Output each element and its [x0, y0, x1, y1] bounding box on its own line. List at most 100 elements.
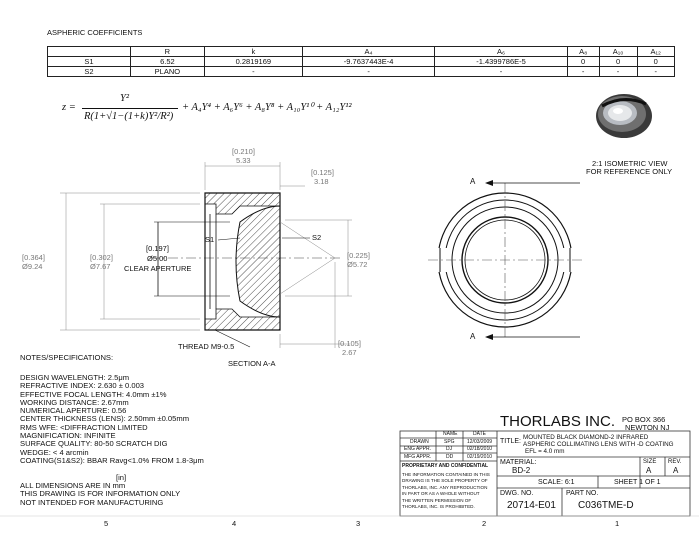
proprietary-line: THORLABS, INC. ANY REPRODUCTION: [402, 484, 488, 490]
clear-aperture-label: CLEAR APERTURE: [124, 264, 192, 273]
size-label: SIZE: [643, 459, 657, 465]
notes-line: WEDGE: < 4 arcmin: [20, 447, 89, 457]
dim-top-mm: 5.33: [236, 156, 251, 165]
dim-right-inch: [0.225]: [347, 251, 370, 260]
scale-value: SCALE: 6:1: [538, 479, 575, 486]
drawn-role: DRAWN: [410, 439, 429, 445]
notes-list: DESIGN WAVELENGTH: 2.5μm REFRACTIVE INDE…: [20, 374, 204, 465]
dwg-number: 20714-E01: [507, 500, 556, 511]
notes-line: REFRACTIVE INDEX: 2.630 ± 0.003: [20, 381, 145, 391]
proprietary-line: IN PART OR AS A WHOLE WITHOUT: [402, 491, 480, 497]
company-name: THORLABS INC.: [500, 413, 616, 430]
thread-label: THREAD M9-0.5: [178, 342, 235, 351]
notes-line: SURFACE QUALITY: 80-50 SCRATCH DIG: [20, 439, 168, 449]
drawing-title: MOUNTED BLACK DIAMOND-2 INFRARED ASPHERI…: [523, 434, 674, 455]
isometric-view-image: [596, 94, 652, 138]
section-marker-bottom: A: [470, 332, 476, 341]
table-cell: -: [598, 66, 638, 77]
rev-value: A: [673, 466, 679, 475]
equation-numerator: Y²: [120, 93, 129, 104]
header-name: NAME: [443, 431, 458, 437]
dim-left-mm: Ø9.24: [22, 262, 43, 271]
proprietary-title: PROPRIETARY AND CONFIDENTIAL: [402, 463, 489, 469]
dim-left2-mm: Ø7.67: [90, 262, 111, 271]
front-view-drawing: [428, 180, 582, 340]
dim-bottom-mm: 2.67: [342, 348, 357, 357]
drawn-date: 12/03/2009: [467, 439, 493, 445]
notes-footer: ALL DIMENSIONS ARE IN mm THIS DRAWING IS…: [20, 482, 180, 507]
header-date: DATE: [473, 431, 486, 437]
notes-line: COATING(S1&S2): BBAR Ravg<1.0% FROM 1.8-…: [20, 455, 204, 465]
surface-s1-label: S1: [205, 235, 215, 244]
dim-left-inch: [0.364]: [22, 253, 45, 262]
eng-date: 02/18/2010: [467, 446, 493, 452]
dim-top2-inch: [0.125]: [311, 168, 334, 177]
fraction-bar: [82, 108, 178, 109]
dim-top2-mm: 3.18: [314, 177, 329, 186]
zone-number: 4: [232, 519, 237, 528]
title-line: ASPHERIC COLLIMATING LENS WITH -D COATIN…: [523, 441, 674, 448]
proprietary-text: THE INFORMATION CONTAINED IN THIS DRAWIN…: [402, 472, 490, 510]
proprietary-line: THE WRITTEN PERMISSION OF: [402, 497, 472, 503]
notes-line: EFFECTIVE FOCAL LENGTH: 4.0mm ±1%: [20, 389, 167, 399]
notes-line: MAGNIFICATION: INFINITE: [20, 431, 116, 441]
section-marker-top: A: [470, 177, 476, 186]
notes-title: NOTES/SPECIFICATIONS:: [20, 353, 114, 362]
notes-line: WORKING DISTANCE: 2.67mm: [20, 397, 129, 407]
zone-number: 2: [482, 519, 487, 528]
notes-line: DESIGN WAVELENGTH: 2.5μm: [20, 373, 130, 382]
clear-aperture-mm: Ø5.00: [147, 254, 168, 263]
notes-line: CENTER THICKNESS (LENS): 2.50mm ±0.05mm: [20, 414, 190, 424]
coef-title: ASPHERIC COEFFICIENTS: [47, 28, 143, 37]
mfg-name: DD: [446, 454, 454, 460]
proprietary-line: DRAWING IS THE SOLE PROPERTY OF: [402, 478, 488, 484]
table-cell: -: [636, 66, 675, 77]
unit-label: [in]: [116, 473, 127, 482]
title-line: MOUNTED BLACK DIAMOND-2 INFRARED: [523, 434, 649, 441]
eng-name: DJ: [446, 446, 453, 452]
dwg-label: DWG. NO.: [500, 490, 534, 497]
part-number: C036TME-D: [578, 500, 634, 511]
zone-number: 3: [356, 519, 361, 528]
dim-left2-inch: [0.302]: [90, 253, 113, 262]
zone-number: 1: [615, 519, 620, 528]
iso-view-line2: FOR REFERENCE ONLY: [586, 167, 673, 176]
dim-bottom-inch: [0.105]: [338, 339, 361, 348]
notes-line: RMS WFE: <DIFFRACTION LIMITED: [20, 422, 148, 432]
part-label: PART NO.: [566, 490, 599, 497]
mfg-role: MFG APPR.: [404, 454, 432, 460]
material-value: BD-2: [512, 466, 531, 475]
aspheric-coefficient-table: R k A₄ A₆ A₈ A₁₀ A₁₂ S1 6.52 0.2819169 -…: [47, 46, 675, 77]
size-value: A: [646, 466, 652, 475]
title-line: EFL = 4.0 mm: [525, 448, 565, 455]
zone-number: 5: [104, 519, 109, 528]
drawn-name: SPG: [444, 439, 455, 445]
notes-footer-line: NOT INTENDED FOR MANUFACTURING: [20, 497, 164, 507]
material-label: MATERIAL:: [500, 459, 537, 466]
table-cell: S2: [47, 66, 131, 77]
title-label: TITLE:: [500, 438, 522, 445]
dim-top-inch: [0.210]: [232, 147, 255, 156]
clear-aperture-inch: [0.197]: [146, 244, 169, 253]
table-row: S2 PLANO - - - - - -: [47, 66, 675, 77]
section-label: SECTION A-A: [228, 359, 276, 368]
mfg-date: 02/19/2010: [467, 454, 493, 460]
proprietary-line: THORLABS, INC. IS PROHIBITED.: [402, 504, 475, 510]
notes-footer-line: ALL DIMENSIONS ARE IN mm: [20, 481, 126, 490]
table-cell: -: [434, 66, 568, 77]
eng-role: ENG APPR.: [404, 446, 431, 452]
equation-lhs: z =: [62, 102, 76, 113]
rev-label: REV.: [668, 459, 682, 465]
dim-right-mm: Ø5.72: [347, 260, 368, 269]
equation-denominator: R(1+√1−(1+k)Y²/R²): [84, 111, 174, 122]
iso-view-line1: 2:1 ISOMETRIC VIEW: [592, 159, 668, 168]
title-block-lines: [399, 430, 691, 517]
company-address-2: NEWTON NJ: [625, 423, 670, 432]
notes-footer-line: THIS DRAWING IS FOR INFORMATION ONLY: [20, 489, 181, 499]
notes-line: NUMERICAL APERTURE: 0.56: [20, 406, 127, 416]
table-row: R k A₄ A₆ A₈ A₁₀ A₁₂: [47, 46, 675, 57]
surface-s2-label: S2: [312, 233, 322, 242]
equation-tail: + A₄Y⁴ + A₆Y⁶ + A₈Y⁸ + A₁₀Y¹⁰ + A₁₂Y¹²: [182, 102, 352, 113]
proprietary-line: THE INFORMATION CONTAINED IN THIS: [402, 472, 490, 477]
